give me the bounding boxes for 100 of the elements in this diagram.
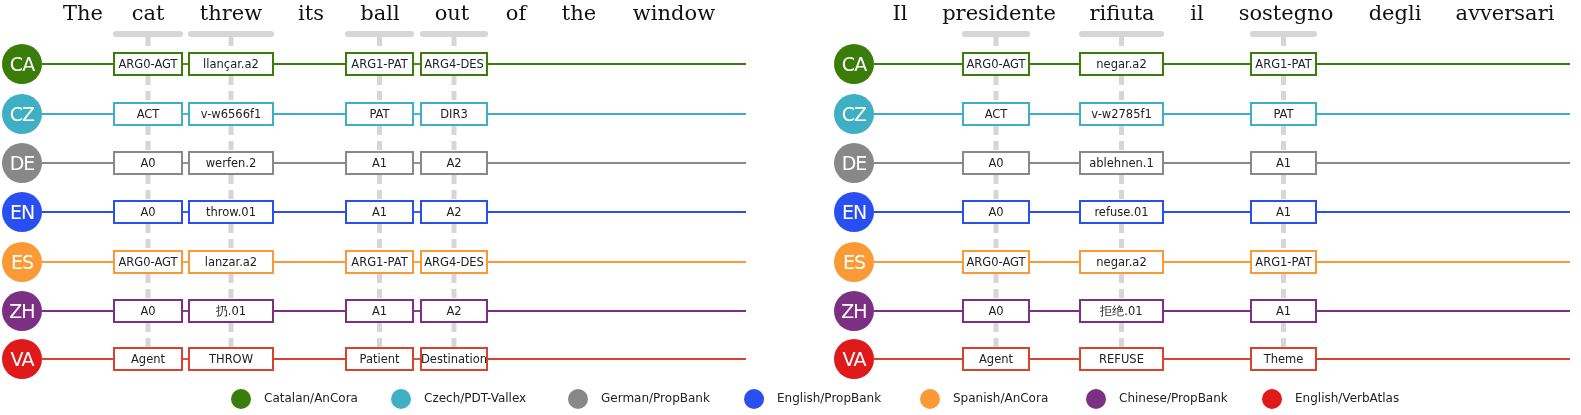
language-badge: DE xyxy=(834,143,874,183)
track-line xyxy=(487,310,747,312)
guide-line xyxy=(228,224,234,250)
guide-line xyxy=(993,76,999,102)
sentence-word: cat xyxy=(131,1,165,25)
role-box: v-w6566f1 xyxy=(188,102,274,126)
sentence-word: the xyxy=(561,1,597,25)
role-box: ARG0-AGT xyxy=(113,250,183,274)
track-line xyxy=(1029,211,1080,213)
role-box: 拒绝.01 xyxy=(1079,299,1164,323)
language-badge: CZ xyxy=(834,94,874,134)
track-line xyxy=(1316,358,1571,360)
sentence-word: of xyxy=(505,1,527,25)
role-box: A1 xyxy=(345,200,414,224)
role-box: A0 xyxy=(113,200,183,224)
track-line xyxy=(487,63,747,65)
guide-line xyxy=(993,274,999,299)
track-line xyxy=(1029,310,1080,312)
track-line xyxy=(487,211,747,213)
role-box: DIR3 xyxy=(420,102,488,126)
track-line xyxy=(873,261,963,263)
guide-line xyxy=(451,76,457,102)
sentence-word: avversari xyxy=(1455,1,1555,25)
role-box: A2 xyxy=(420,299,488,323)
role-box: lanzar.a2 xyxy=(188,250,274,274)
track-line xyxy=(413,113,421,115)
sentence-word: rifiuta xyxy=(1089,1,1155,25)
track-line xyxy=(41,113,114,115)
guide-line xyxy=(1119,224,1124,250)
role-box: A0 xyxy=(962,200,1030,224)
role-box: PAT xyxy=(1250,102,1317,126)
language-badge: EN xyxy=(2,192,42,232)
role-box: Patient xyxy=(345,347,414,371)
sentence-word: sostegno xyxy=(1238,1,1334,25)
guide-line xyxy=(1119,323,1124,347)
role-box: ARG1-PAT xyxy=(1250,250,1317,274)
track-line xyxy=(182,310,189,312)
track-line xyxy=(1163,358,1251,360)
language-badge: ES xyxy=(2,242,42,282)
track-line xyxy=(1163,162,1251,164)
track-line xyxy=(182,358,189,360)
role-box: ARG4-DES xyxy=(420,250,488,274)
sentence-word: il xyxy=(1190,1,1204,25)
language-badge: VA xyxy=(2,339,42,379)
role-box: ACT xyxy=(962,102,1030,126)
guide-line xyxy=(145,175,151,200)
track-line xyxy=(41,261,114,263)
track-line xyxy=(273,211,346,213)
role-box: negar.a2 xyxy=(1079,52,1164,76)
track-line xyxy=(1029,113,1080,115)
track-line xyxy=(41,211,114,213)
track-line xyxy=(1163,261,1251,263)
sentence-word: threw xyxy=(199,1,263,25)
guide-line xyxy=(145,274,151,299)
language-badge: DE xyxy=(2,143,42,183)
role-box: A1 xyxy=(1250,151,1317,175)
role-box: A1 xyxy=(1250,299,1317,323)
track-line xyxy=(1316,310,1571,312)
guide-line xyxy=(1119,76,1124,102)
role-box: A1 xyxy=(345,151,414,175)
role-box: v-w2785f1 xyxy=(1079,102,1164,126)
role-box: ARG0-AGT xyxy=(962,250,1030,274)
track-line xyxy=(1316,261,1571,263)
track-line xyxy=(1316,211,1571,213)
role-box: Theme xyxy=(1250,347,1317,371)
guide-line xyxy=(1119,126,1124,151)
legend-label: Spanish/AnCora xyxy=(953,391,1049,405)
guide-line xyxy=(145,323,151,347)
guide-line xyxy=(1281,274,1286,299)
role-box: A0 xyxy=(113,151,183,175)
role-box: THROW xyxy=(188,347,274,371)
track-line xyxy=(487,358,747,360)
guide-line xyxy=(993,224,999,250)
guide-line xyxy=(377,323,382,347)
track-line xyxy=(1029,63,1080,65)
guide-bar xyxy=(113,31,183,37)
track-line xyxy=(1163,113,1251,115)
guide-line xyxy=(1119,274,1124,299)
guide-line xyxy=(377,224,382,250)
language-badge: CZ xyxy=(2,94,42,134)
legend-label: Catalan/AnCora xyxy=(264,391,358,405)
sentence-word: out xyxy=(434,1,470,25)
role-box: A0 xyxy=(962,299,1030,323)
sentence-word: degli xyxy=(1368,1,1422,25)
role-box: A0 xyxy=(113,299,183,323)
guide-line xyxy=(451,175,457,200)
guide-bar xyxy=(345,31,414,37)
guide-line xyxy=(377,274,382,299)
guide-line xyxy=(145,76,151,102)
role-box: ARG4-DES xyxy=(420,52,488,76)
guide-line xyxy=(377,175,382,200)
guide-line xyxy=(228,323,234,347)
role-box: Agent xyxy=(113,347,183,371)
track-line xyxy=(1029,261,1080,263)
track-line xyxy=(413,63,421,65)
legend-label: Chinese/PropBank xyxy=(1119,391,1228,405)
track-line xyxy=(487,113,747,115)
sentence-word: Il xyxy=(892,1,908,25)
track-line xyxy=(873,211,963,213)
guide-line xyxy=(993,323,999,347)
